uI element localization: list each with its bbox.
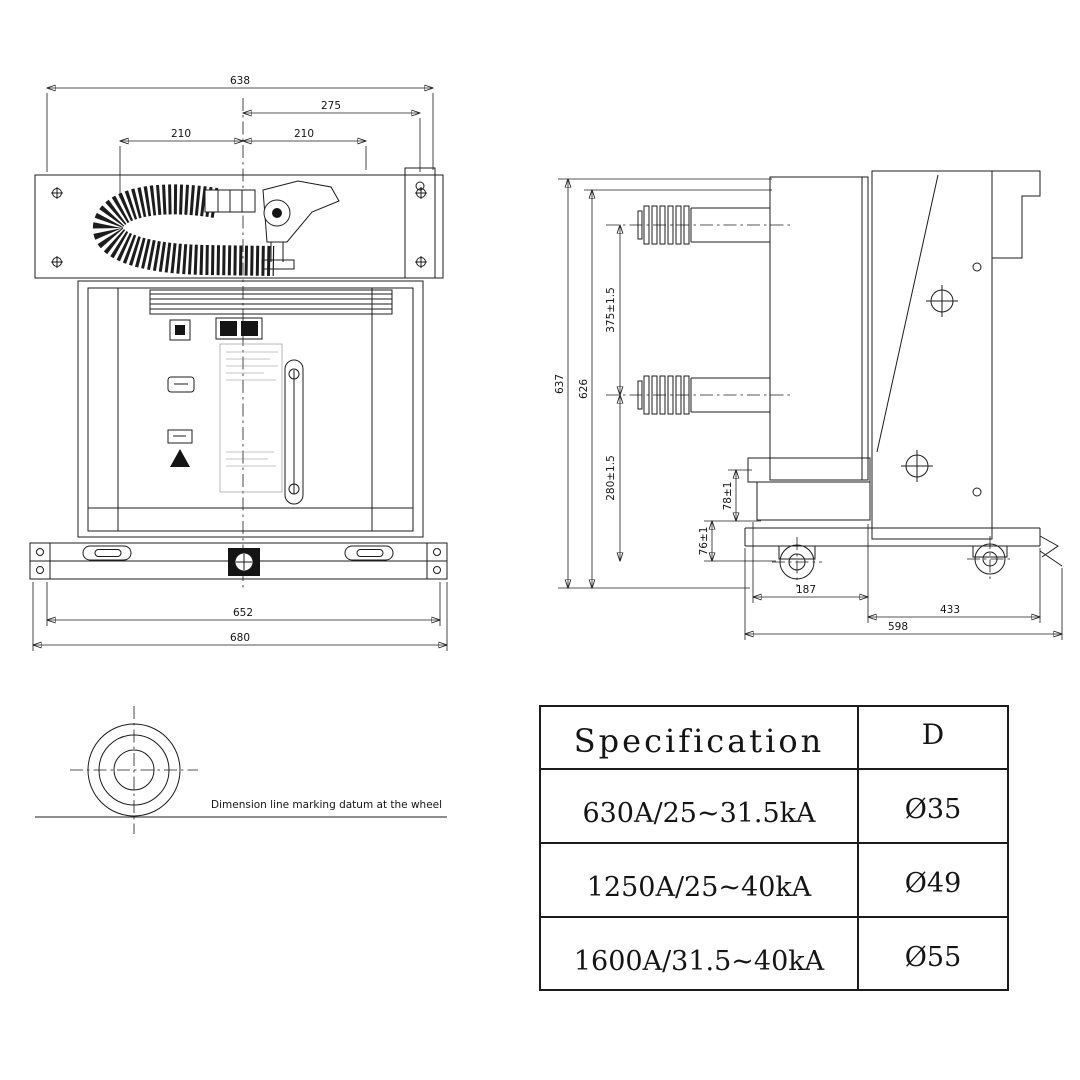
dim-78-label: 78±1 (722, 482, 734, 511)
side-upper-pole (606, 205, 792, 245)
rear-hook (1039, 535, 1059, 558)
screw-hole-top-right (415, 187, 427, 199)
wheel-datum-detail: Dimension line marking datum at the whee… (35, 706, 447, 834)
side-frame (747, 170, 1041, 540)
side-left-dimensions: 637 626 375±1.5 280±1.5 (554, 178, 772, 589)
screw-hole-bottom-right (415, 256, 427, 268)
side-view: 637 626 375±1.5 280±1.5 (554, 170, 1063, 640)
side-base (744, 527, 1063, 567)
front-panel-nameplate (215, 317, 263, 340)
front-panel-label-strip (219, 343, 283, 493)
dim-626-label: 626 (578, 379, 590, 399)
front-bottom-dimensions: 652 680 (32, 582, 448, 651)
screw-hole-bottom-left (51, 256, 63, 268)
front-flexible-conduit (93, 184, 275, 276)
side-wheel-rear (967, 536, 1013, 582)
lifting-hook-right (344, 545, 394, 561)
pole-support-bracket (747, 457, 871, 483)
spec-table-header-specification: Specification (574, 722, 825, 760)
front-panel-button-1 (167, 376, 195, 393)
screw-hole-top-left (51, 187, 63, 199)
d-cell-row1: Ø35 (905, 794, 962, 825)
front-operating-handle (261, 180, 340, 270)
side-lower-pole (606, 375, 792, 415)
side-small-dimensions: 78±1 76±1 (698, 469, 776, 562)
spec-table-header-d: D (922, 718, 944, 751)
front-panel (77, 280, 424, 538)
dim-76-label: 76±1 (698, 527, 710, 556)
wheel-inner-circle (113, 749, 155, 791)
front-base-rail (29, 542, 448, 580)
dim-187-label: 187 (796, 584, 816, 596)
dim-652-label: 652 (233, 607, 253, 619)
dim-638-label: 638 (230, 75, 250, 87)
d-cell-row2: Ø49 (905, 868, 962, 899)
wheel-middle-circle (98, 734, 170, 806)
front-panel-button-2 (167, 429, 193, 444)
dim-275-label: 275 (321, 100, 341, 112)
dim-637-label: 637 (554, 374, 566, 394)
front-viewing-window (284, 359, 304, 505)
dim-433-label: 433 (940, 604, 960, 616)
dim-280-label: 280±1.5 (605, 455, 617, 501)
spec-cell-row1: 630A/25~31.5kA (582, 798, 816, 829)
dim-210-left-label: 210 (171, 128, 191, 140)
dim-598-label: 598 (888, 621, 908, 633)
front-top-plate (34, 167, 444, 279)
front-panel-indicator (169, 319, 191, 341)
dim-680-label: 680 (230, 632, 250, 644)
front-panel-warning-triangle (170, 449, 190, 467)
lifting-hook-left (82, 545, 132, 561)
spec-cell-row3: 1600A/31.5~40kA (574, 946, 825, 977)
frame-hole-lower (901, 450, 933, 482)
wheel-datum-note: Dimension line marking datum at the whee… (211, 799, 442, 811)
dim-210-right-label: 210 (294, 128, 314, 140)
front-view: 638 275 210 210 (29, 75, 448, 651)
spec-table: Specification D 630A/25~31.5kA Ø35 1250A… (539, 705, 1009, 991)
front-panel-vent-stripes (149, 289, 393, 315)
spec-cell-row2: 1250A/25~40kA (587, 872, 812, 903)
side-wheel-front (772, 537, 822, 587)
frame-hole-upper (926, 285, 958, 317)
front-center-lock (228, 548, 260, 576)
dim-375-label: 375±1.5 (605, 287, 617, 333)
d-cell-row3: Ø55 (905, 942, 962, 973)
wheel-outer-circle (87, 723, 181, 817)
side-bottom-dimensions: 187 433 598 (744, 522, 1063, 640)
front-top-dimensions: 638 275 210 210 (46, 75, 434, 198)
